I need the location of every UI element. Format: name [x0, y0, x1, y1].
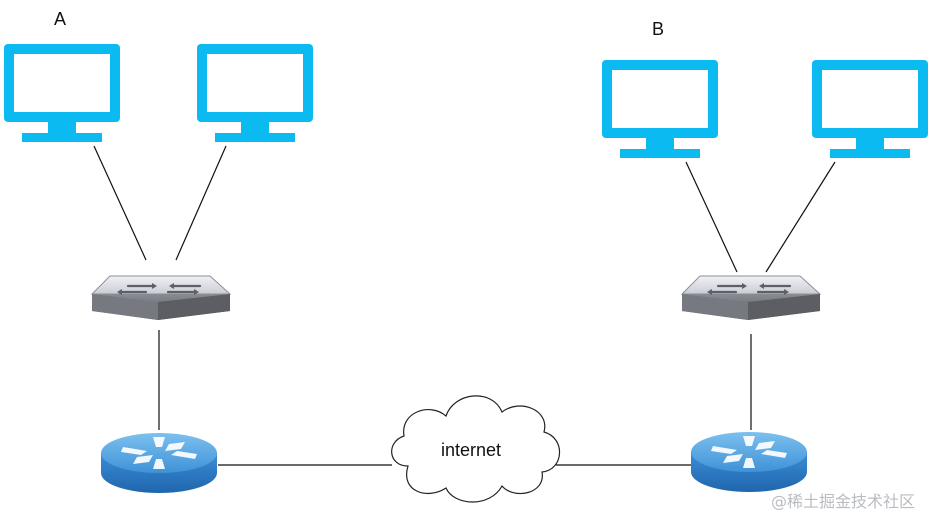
network-switch-icon [90, 274, 232, 322]
watermark: @稀土掘金技术社区 [771, 492, 915, 511]
link-a-pc1-switch [93, 145, 147, 261]
link-a-pc2-switch [175, 145, 227, 261]
link-b-pc2-switch [765, 161, 836, 273]
site-b-label: B [652, 19, 664, 39]
monitor-icon [602, 60, 718, 158]
monitor-icon [4, 44, 120, 142]
site-a-label: A [54, 9, 66, 29]
router-icon [691, 432, 807, 492]
cloud-label: internet [441, 440, 501, 460]
link-b-pc1-switch [685, 161, 738, 273]
network-switch-icon [680, 274, 822, 322]
monitor-icon [197, 44, 313, 142]
links [93, 145, 836, 466]
monitor-icon [812, 60, 928, 158]
router-icon [101, 433, 217, 493]
